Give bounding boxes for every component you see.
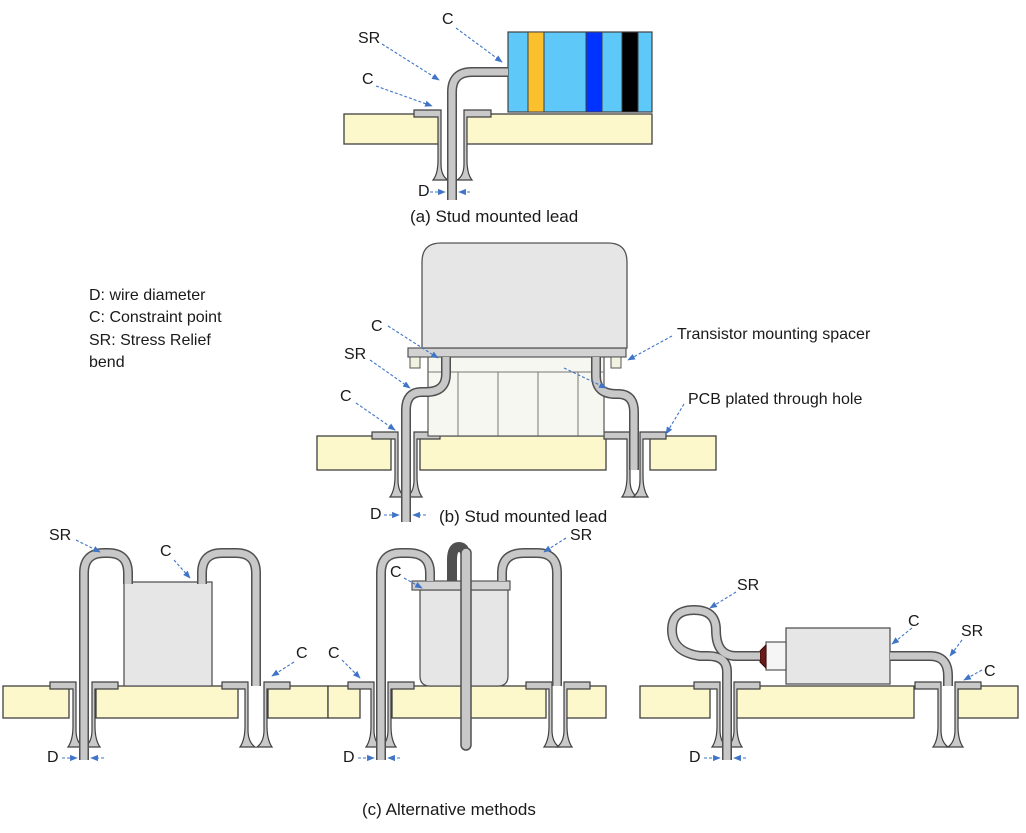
pth-left-a [413, 109, 451, 181]
label-pth: PCB plated through hole [688, 391, 862, 408]
label-c-top-b: C [371, 318, 383, 335]
legend: D: wire diameter C: Constraint point SR:… [89, 287, 222, 371]
label-d-b: D [370, 506, 382, 523]
caption-b: (b) Stud mounted lead [439, 507, 607, 526]
transistor-body [421, 242, 628, 349]
pcb-board-c3-center [735, 685, 915, 719]
label-c-left-c2: C [328, 645, 340, 662]
legend-line-4: bend [89, 354, 125, 371]
pcb-board-left-a [343, 113, 441, 145]
leader-c-mid-a [375, 85, 433, 107]
leader-sr-a [381, 43, 440, 81]
transistor-flange [407, 347, 627, 358]
pcb-board-c3-right [957, 685, 1019, 719]
legend-line-3: SR: Stress Relief [89, 332, 211, 349]
panel-c-cup: C C SR D [327, 527, 607, 766]
label-c-top-a: C [442, 11, 454, 28]
pcb-board-c2-left [327, 685, 361, 719]
lead-wire-c1-left [79, 548, 133, 760]
resistor-band-black [621, 31, 639, 113]
resistor-band-yellow [527, 31, 545, 113]
pth-1-left-b [371, 431, 407, 498]
leader-pth [665, 403, 685, 435]
legend-line-2: C: Constraint point [89, 309, 222, 326]
lead-wire-c2-right [497, 548, 562, 686]
label-c-low-b: C [340, 388, 352, 405]
label-spacer: Transistor mounting spacer [677, 326, 871, 343]
label-c-top-c2: C [390, 564, 402, 581]
component-seal-c3 [759, 643, 767, 670]
resistor-band-blue [585, 31, 603, 113]
pcb-board-right-a [465, 113, 653, 145]
pcb-board-left-b [316, 435, 392, 471]
component-end-cap-c3 [765, 641, 787, 671]
label-sr-b: SR [344, 346, 366, 363]
panel-a: C SR C D (a) Stud mounted lead [343, 11, 653, 226]
pcb-board-center-b [419, 435, 607, 471]
label-c-right-c1: C [296, 645, 308, 662]
pcb-board-c1-center [95, 685, 239, 719]
label-sr-a: SR [358, 30, 380, 47]
caption-a: (a) Stud mounted lead [410, 207, 578, 226]
label-c-top-c3: C [908, 613, 920, 630]
pcb-board-c1-right [267, 685, 329, 719]
label-sr-c2: SR [570, 527, 592, 544]
component-body-c1 [123, 581, 213, 687]
caption-c: (c) Alternative methods [362, 800, 536, 819]
pth-right-a [454, 109, 492, 181]
pth-1-right-b [405, 431, 441, 498]
pcb-board-c2-right [565, 685, 607, 719]
label-sr-c3-right: SR [961, 623, 983, 640]
label-d-a: D [418, 183, 430, 200]
pcb-board-c1-left [2, 685, 70, 719]
panel-c-horizontal: SR C SR C D [639, 577, 1019, 766]
legend-line-1: D: wire diameter [89, 287, 206, 304]
leader-c-top-a [455, 27, 503, 63]
pcb-board-c3-left [639, 685, 711, 719]
leader-c-low-b [355, 402, 396, 431]
label-c-right-c3: C [984, 663, 996, 680]
pth-2-left-b [603, 431, 639, 498]
component-body-c3 [785, 627, 891, 685]
label-sr-c1: SR [49, 527, 71, 544]
label-sr-c3-left: SR [737, 577, 759, 594]
label-c-mid-a: C [362, 71, 374, 88]
pcb-board-right-b [649, 435, 717, 471]
label-d-c3: D [689, 749, 701, 766]
leader-sr-b [369, 359, 411, 389]
label-d-c2: D [343, 749, 355, 766]
leader-spacer [627, 335, 673, 361]
label-c-top-c1: C [160, 543, 172, 560]
pth-2-right-b [631, 431, 667, 498]
label-d-c1: D [47, 749, 59, 766]
panel-c-loop: SR C C D [2, 527, 329, 766]
center-stud-c2 [460, 547, 472, 751]
mounting-spacer [427, 355, 605, 437]
leader-c-spacer-b [563, 367, 607, 389]
panel-b: C SR C D Transistor mounting spacer PCB … [316, 242, 871, 526]
